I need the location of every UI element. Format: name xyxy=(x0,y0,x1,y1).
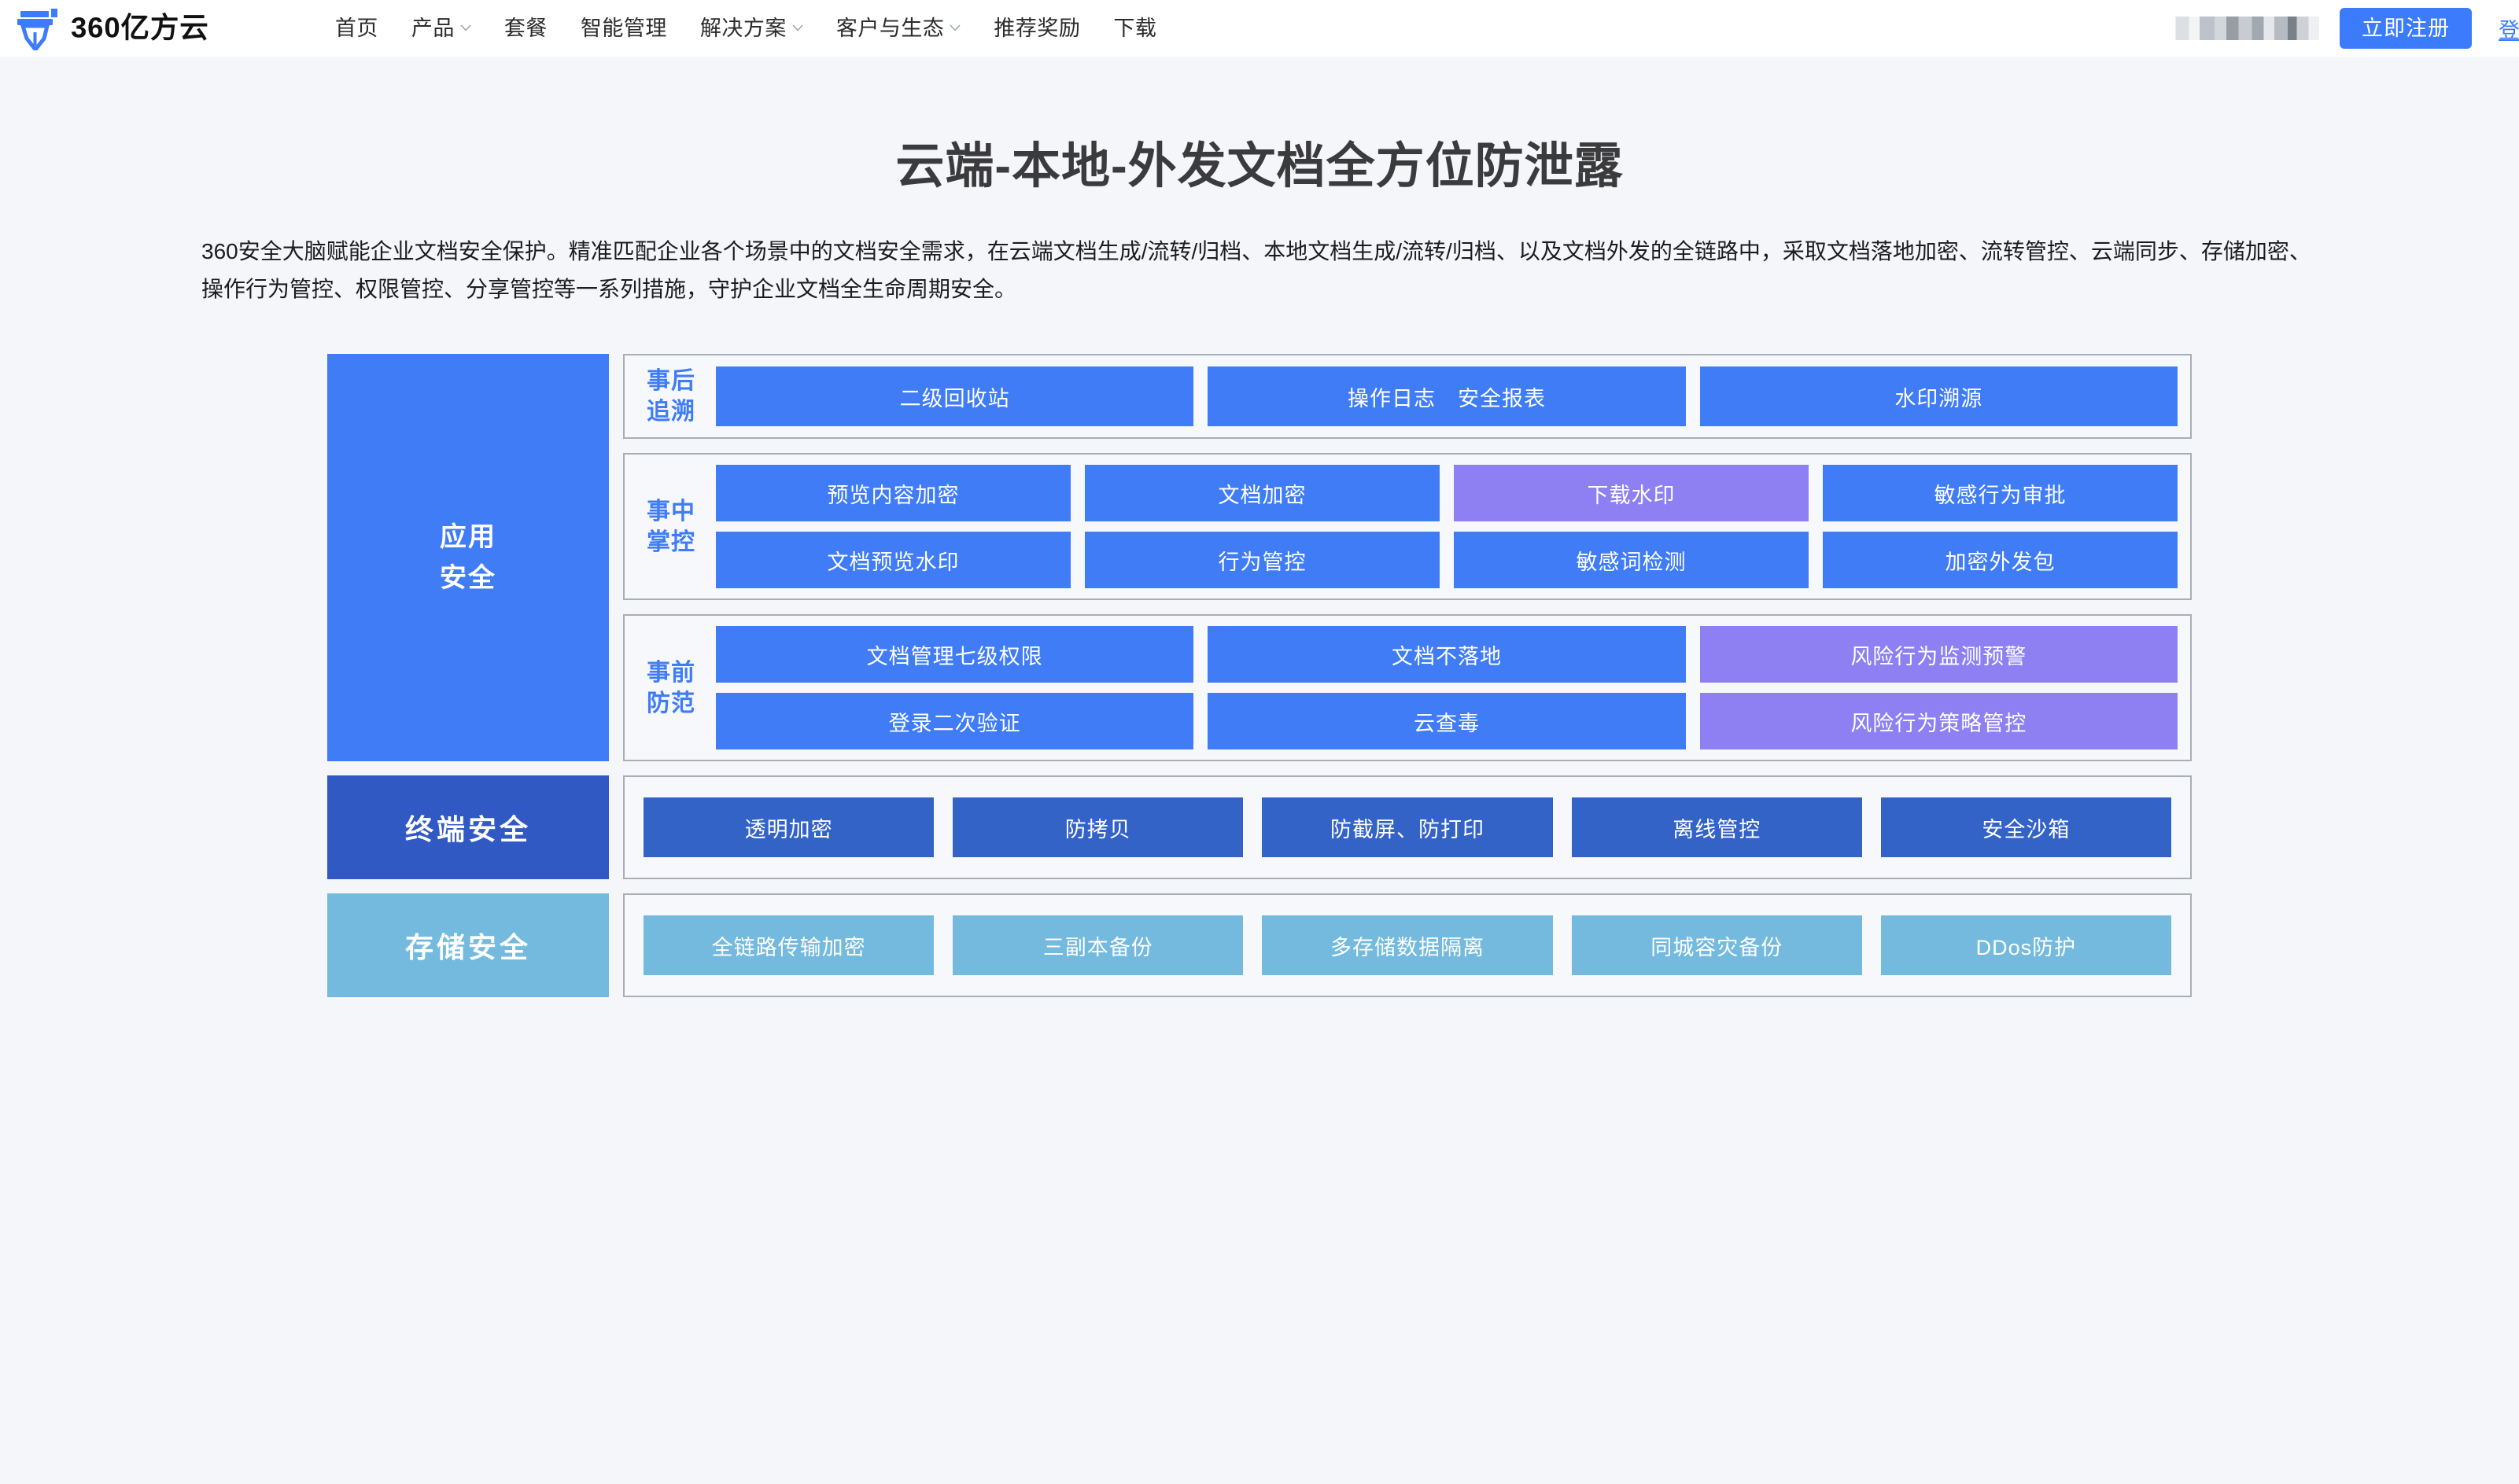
main-nav: 首页 产品 套餐 智能管理 解决方案 客户与生态 推荐奖励 xyxy=(319,0,1174,57)
nav-label: 解决方案 xyxy=(699,16,787,40)
band-body-terminal-security: 透明加密 防拷贝 防截屏、防打印 离线管控 安全沙箱 xyxy=(623,775,2192,880)
band-application-security: 应用安全 事后追溯 二级回收站 操作日志 安全报表 水印溯源 xyxy=(327,354,2192,762)
group-label-post-incident-tracing: 事后追溯 xyxy=(647,368,695,425)
band-body-storage-security: 全链路传输加密 三副本备份 多存储数据隔离 同城容灾备份 DDos防护 xyxy=(623,893,2192,998)
nav-item-packages[interactable]: 套餐 xyxy=(488,0,564,57)
svg-text:360亿方云: 360亿方云 xyxy=(71,13,209,43)
tile-anti-screenshot-anti-print[interactable]: 防截屏、防打印 xyxy=(1262,797,1553,858)
tile-operation-log-security-report[interactable]: 操作日志 安全报表 xyxy=(1208,366,1686,427)
tile-document-preview-watermark[interactable]: 文档预览水印 xyxy=(716,532,1071,589)
tile-same-city-disaster-recovery-backup[interactable]: 同城容灾备份 xyxy=(1571,915,1862,976)
tile-second-level-recycle-bin[interactable]: 二级回收站 xyxy=(716,366,1194,427)
chevron-down-icon xyxy=(460,24,471,31)
group-label-in-process-control: 事中掌控 xyxy=(647,498,695,555)
group-in-process-control: 事中掌控 预览内容加密 文档加密 下载水印 敏感行为审批 文档预览水印 行为管控… xyxy=(623,453,2192,601)
tile-risk-behavior-monitoring-alert[interactable]: 风险行为监测预警 xyxy=(1699,626,2178,683)
nav-item-solutions[interactable]: 解决方案 xyxy=(684,0,820,57)
tile-download-watermark[interactable]: 下载水印 xyxy=(1454,465,1809,522)
nav-label: 套餐 xyxy=(503,16,548,40)
group-pre-incident-prevention: 事前防范 文档管理七级权限 文档不落地 风险行为监测预警 登录二次验证 云查毒 … xyxy=(623,614,2192,762)
tile-document-encryption[interactable]: 文档加密 xyxy=(1085,465,1440,522)
terminal-security-tiles: 透明加密 防拷贝 防截屏、防打印 离线管控 安全沙箱 xyxy=(623,775,2192,880)
band-body-application-security: 事后追溯 二级回收站 操作日志 安全报表 水印溯源 事中掌控 预览内 xyxy=(623,354,2192,762)
tile-row: 预览内容加密 文档加密 下载水印 敏感行为审批 xyxy=(716,465,2178,522)
brand-logo[interactable]: 360亿方云 xyxy=(17,6,276,50)
group-grid: 预览内容加密 文档加密 下载水印 敏感行为审批 文档预览水印 行为管控 敏感词检… xyxy=(716,465,2178,589)
group-label-pre-incident-prevention: 事前防范 xyxy=(647,659,695,716)
tile-encrypted-outgoing-package[interactable]: 加密外发包 xyxy=(1823,532,2178,589)
nav-item-customers-ecosystem[interactable]: 客户与生态 xyxy=(820,0,978,57)
group-grid: 二级回收站 操作日志 安全报表 水印溯源 xyxy=(716,366,2178,427)
header-actions: 立即注册 登录 xyxy=(2170,0,2519,57)
page-description: 360安全大脑赋能企业文档安全保护。精准匹配企业各个场景中的文档安全需求，在云端… xyxy=(201,239,2311,302)
band-storage-security: 存储安全 全链路传输加密 三副本备份 多存储数据隔离 同城容灾备份 DDos防护 xyxy=(327,893,2192,998)
storage-security-tiles: 全链路传输加密 三副本备份 多存储数据隔离 同城容灾备份 DDos防护 xyxy=(623,893,2192,998)
band-terminal-security: 终端安全 透明加密 防拷贝 防截屏、防打印 离线管控 安全沙箱 xyxy=(327,775,2192,880)
nav-item-download[interactable]: 下载 xyxy=(1097,0,1173,57)
tile-cloud-antivirus[interactable]: 云查毒 xyxy=(1208,693,1686,750)
tile-row: 登录二次验证 云查毒 风险行为策略管控 xyxy=(716,693,2178,750)
redacted-account-text xyxy=(2170,17,2319,40)
chevron-down-icon xyxy=(950,24,961,31)
tile-sensitive-word-detection[interactable]: 敏感词检测 xyxy=(1454,532,1809,589)
tile-login-two-factor-verification[interactable]: 登录二次验证 xyxy=(716,693,1194,750)
band-label-storage-security: 存储安全 xyxy=(327,893,609,998)
tile-full-link-transmission-encryption[interactable]: 全链路传输加密 xyxy=(644,915,935,976)
tile-anti-copy[interactable]: 防拷贝 xyxy=(953,797,1244,858)
tile-sensitive-behavior-approval[interactable]: 敏感行为审批 xyxy=(1823,465,2178,522)
pen-nib-shield-icon xyxy=(17,8,57,50)
group-grid: 文档管理七级权限 文档不落地 风险行为监测预警 登录二次验证 云查毒 风险行为策… xyxy=(716,626,2178,750)
tile-watermark-tracing[interactable]: 水印溯源 xyxy=(1699,366,2178,427)
site-header: 360亿方云 首页 产品 套餐 智能管理 解决方案 客户与生态 xyxy=(0,0,2519,57)
chevron-down-icon xyxy=(792,24,803,31)
tile-transparent-encryption[interactable]: 透明加密 xyxy=(644,797,935,858)
nav-item-referral-rewards[interactable]: 推荐奖励 xyxy=(977,0,1097,57)
tile-behavior-control[interactable]: 行为管控 xyxy=(1085,532,1440,589)
nav-label: 智能管理 xyxy=(580,16,667,40)
tile-row: 文档预览水印 行为管控 敏感词检测 加密外发包 xyxy=(716,532,2178,589)
tile-preview-content-encryption[interactable]: 预览内容加密 xyxy=(716,465,1071,522)
nav-label: 产品 xyxy=(411,16,455,40)
tile-seven-level-document-permissions[interactable]: 文档管理七级权限 xyxy=(716,626,1194,683)
nav-item-smart-management[interactable]: 智能管理 xyxy=(564,0,684,57)
band-label-terminal-security: 终端安全 xyxy=(327,775,609,880)
page-title: 云端-本地-外发文档全方位防泄露 xyxy=(895,139,1624,193)
nav-label: 首页 xyxy=(334,16,378,40)
tile-row: 文档管理七级权限 文档不落地 风险行为监测预警 xyxy=(716,626,2178,683)
tile-risk-behavior-policy-control[interactable]: 风险行为策略管控 xyxy=(1699,693,2178,750)
tile-row: 二级回收站 操作日志 安全报表 水印溯源 xyxy=(716,366,2178,427)
page-body: 云端-本地-外发文档全方位防泄露 360安全大脑赋能企业文档安全保护。精准匹配企… xyxy=(0,57,2519,998)
register-button[interactable]: 立即注册 xyxy=(2340,8,2472,49)
tile-no-local-document-storage[interactable]: 文档不落地 xyxy=(1208,626,1686,683)
tile-triple-replica-backup[interactable]: 三副本备份 xyxy=(953,915,1244,976)
nav-label: 下载 xyxy=(1113,16,1157,40)
nav-label: 客户与生态 xyxy=(835,16,945,40)
security-architecture-diagram: 应用安全 事后追溯 二级回收站 操作日志 安全报表 水印溯源 xyxy=(327,354,2192,998)
band-label-application-security: 应用安全 xyxy=(327,354,609,762)
tile-offline-control[interactable]: 离线管控 xyxy=(1571,797,1862,858)
group-post-incident-tracing: 事后追溯 二级回收站 操作日志 安全报表 水印溯源 xyxy=(623,354,2192,440)
login-link[interactable]: 登录 xyxy=(2499,18,2519,42)
nav-label: 推荐奖励 xyxy=(994,16,1081,40)
nav-item-products[interactable]: 产品 xyxy=(395,0,488,57)
nav-item-home[interactable]: 首页 xyxy=(319,0,395,57)
tile-ddos-protection[interactable]: DDos防护 xyxy=(1880,915,2172,976)
brand-wordmark: 360亿方云 xyxy=(71,13,209,43)
tile-multi-storage-data-isolation[interactable]: 多存储数据隔离 xyxy=(1262,915,1553,976)
tile-security-sandbox[interactable]: 安全沙箱 xyxy=(1880,797,2172,858)
